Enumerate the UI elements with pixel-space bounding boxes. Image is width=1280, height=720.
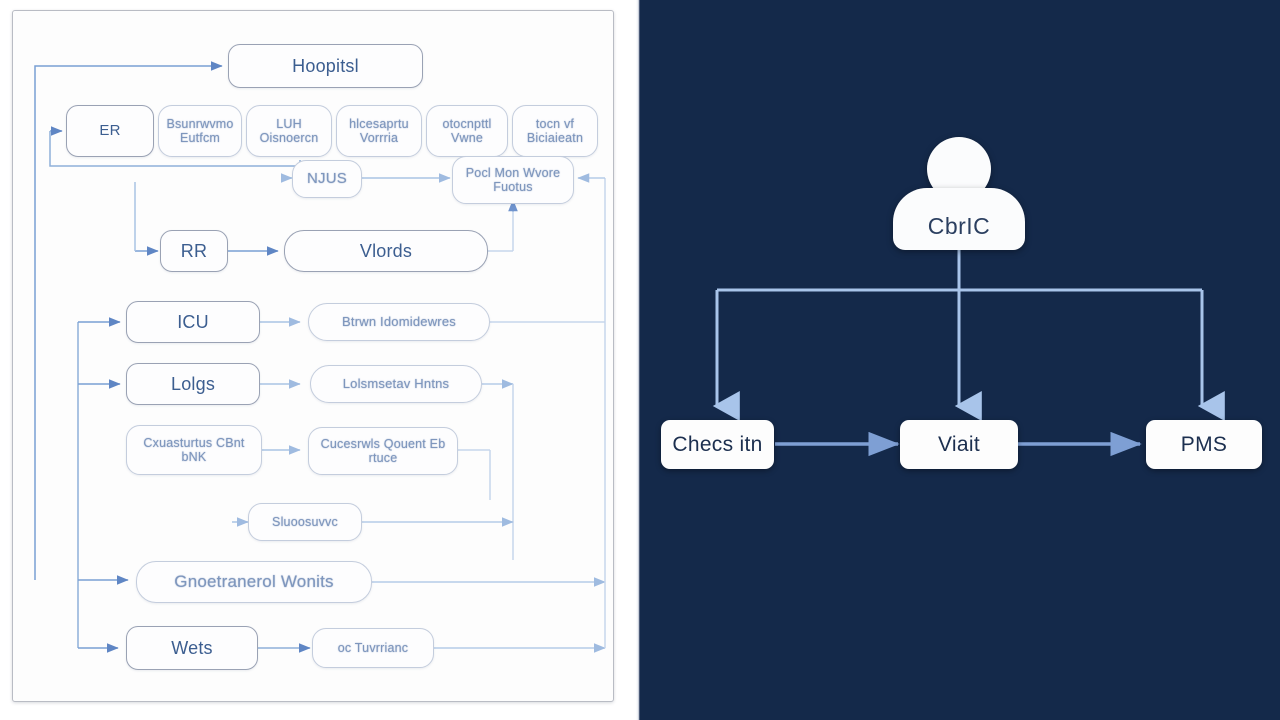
node-service-5[interactable]: otocnpttl Vwne	[426, 105, 508, 157]
node-hospital[interactable]: Hoopitsl	[228, 44, 423, 88]
node-triage[interactable]: NJUS	[292, 160, 362, 198]
node-service-6[interactable]: tocn vf Biciaieatn	[512, 105, 598, 157]
node-wards[interactable]: Vlords	[284, 230, 488, 272]
node-wards-label: Vlords	[359, 240, 413, 261]
node-labs-detail[interactable]: Lolsmsetav Hntns	[310, 365, 482, 403]
node-single[interactable]: Sluoosuvvc	[248, 503, 362, 541]
step-pms[interactable]: PMS	[1146, 420, 1262, 469]
node-bloodbank-detail[interactable]: Cucesrwls Qouent Eb rtuce	[308, 427, 458, 475]
node-service-4[interactable]: hlcesaprtu Vorrria	[336, 105, 422, 157]
node-icu-detail[interactable]: Btrwn Idomidewres	[308, 303, 490, 341]
step-pms-label: PMS	[1180, 432, 1228, 456]
node-er[interactable]: ER	[66, 105, 154, 157]
node-rr[interactable]: RR	[160, 230, 228, 272]
node-service-6-label: tocn vf Biciaieatn	[526, 117, 584, 145]
node-bloodbank-detail-label: Cucesrwls Qouent Eb rtuce	[320, 437, 446, 465]
node-wets-detail[interactable]: oc Tuvrrianc	[312, 628, 434, 668]
node-rr-label: RR	[180, 240, 208, 261]
node-wets-label: Wets	[171, 637, 213, 658]
step-visit[interactable]: Viait	[900, 420, 1018, 469]
node-er-label: ER	[99, 121, 121, 139]
node-wets[interactable]: Wets	[126, 626, 258, 670]
node-labs[interactable]: Lolgs	[126, 363, 260, 405]
node-icu-label: ICU	[177, 311, 209, 332]
node-service-5-label: otocnpttl Vwne	[442, 117, 492, 145]
node-records-label: Gnoetranerol Wonits	[174, 572, 334, 592]
actor-clinic-label: CbrIC	[927, 213, 991, 239]
node-hospital-label: Hoopitsl	[292, 55, 359, 76]
node-records[interactable]: Gnoetranerol Wonits	[136, 561, 372, 603]
step-visit-label: Viait	[938, 432, 980, 456]
node-service-3[interactable]: LUH Oisnoercn	[246, 105, 332, 157]
step-checkin-label: Checs itn	[672, 432, 763, 456]
node-triage-label: NJUS	[307, 169, 347, 187]
panel-divider	[636, 0, 641, 720]
node-service-2[interactable]: Bsunrwvmo Eutfcm	[158, 105, 242, 157]
node-single-label: Sluoosuvvc	[272, 515, 338, 529]
node-wets-detail-label: oc Tuvrrianc	[337, 641, 409, 655]
node-labs-detail-label: Lolsmsetav Hntns	[342, 375, 450, 391]
actor-clinic[interactable]: CbrIC	[893, 137, 1025, 250]
node-pool-monitor[interactable]: Pocl Mon Wvore Fuotus	[452, 156, 574, 204]
node-labs-label: Lolgs	[170, 373, 216, 394]
node-icu-detail-label: Btrwn Idomidewres	[342, 313, 456, 329]
node-service-3-label: LUH Oisnoercn	[259, 117, 319, 145]
node-icu[interactable]: ICU	[126, 301, 260, 343]
left-panel: Hoopitsl ER Bsunrwvmo Eutfcm LUH Oisnoer…	[12, 10, 614, 702]
node-bloodbank[interactable]: Cxuasturtus CBnt bNK	[126, 425, 262, 475]
person-body-icon	[893, 188, 1025, 250]
node-pool-monitor-label: Pocl Mon Wvore Fuotus	[465, 166, 561, 194]
node-service-4-label: hlcesaprtu Vorrria	[349, 117, 409, 145]
node-bloodbank-label: Cxuasturtus CBnt bNK	[143, 436, 245, 464]
node-service-2-label: Bsunrwvmo Eutfcm	[166, 117, 234, 145]
right-panel	[640, 0, 1280, 720]
step-checkin[interactable]: Checs itn	[661, 420, 774, 469]
